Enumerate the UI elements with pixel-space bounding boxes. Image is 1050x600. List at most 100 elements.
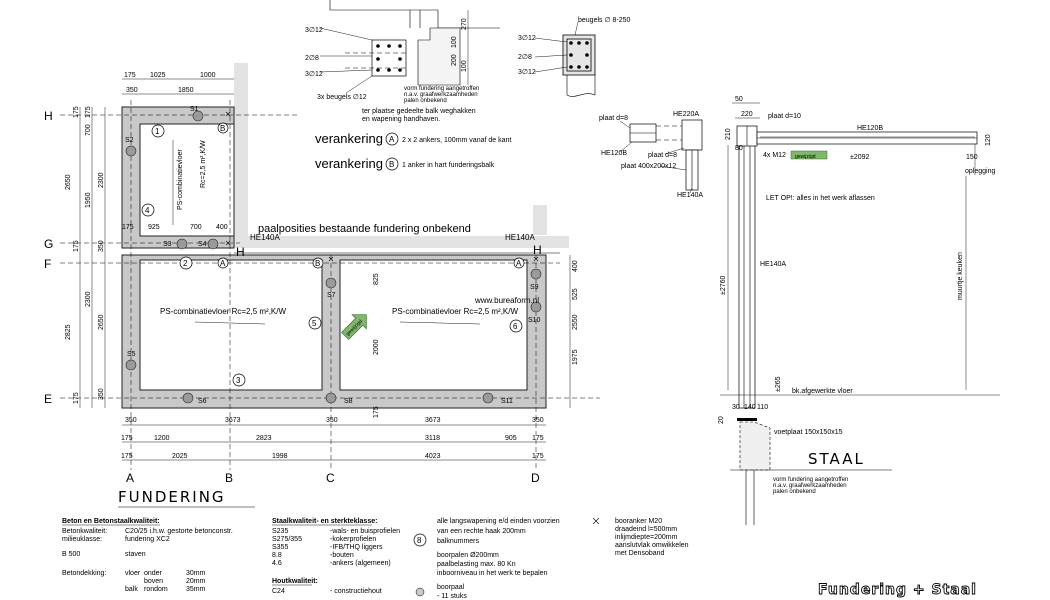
profile-label: HE120B (857, 125, 883, 132)
wall-label: muurtje keuken (957, 252, 964, 300)
left-dimensions: 175 700 2300 350 2300 350 175 1950 2650 … (65, 106, 106, 408)
note-line: booranker M20 (615, 518, 662, 525)
note-key: C24 (272, 588, 285, 595)
pile-label: S6 (198, 398, 207, 405)
note-line: van een rechte haak 200mm (437, 528, 526, 535)
dim-text: 700 (85, 124, 92, 136)
dim-text: 175 (373, 406, 380, 418)
bar-label: 2∅8 (305, 55, 319, 62)
note-text: ter plaatse gedeelte balk weghakken (362, 108, 476, 115)
profile-label: HE140A (760, 261, 786, 268)
dim-text: 175 (532, 435, 544, 442)
dim-text: 80 (735, 145, 743, 152)
note-text: palen onbekend (404, 98, 447, 104)
beam-mark: 6 (513, 322, 518, 331)
dim-text: 175 (122, 224, 134, 231)
note-key: milieuklasse: (62, 536, 102, 543)
note-value: boven (144, 578, 163, 585)
note-value: rondom (144, 586, 168, 593)
steel-elevation: gewijzigd 50 220 plaat d=10 HE120B 210 1… (718, 96, 1000, 525)
dim-text: 3673 (225, 417, 241, 424)
support-label: oplegging (965, 168, 995, 175)
dim-text: 350 (125, 417, 137, 424)
anchor-b-mark: B (315, 259, 320, 268)
note-line: paalbelasting max. 80 Kn (437, 561, 516, 568)
plan-title: FUNDERING (118, 488, 226, 506)
dim-text: 700 (190, 224, 202, 231)
dim-text: 2300 (85, 291, 92, 307)
inner-dimensions: 175 925 700 400 (122, 224, 228, 231)
dim-text: 270 (461, 18, 468, 30)
mid-right-dimensions: 825 2000 175 400 525 2550 1975 (373, 255, 579, 418)
dim-text: 100 (461, 60, 468, 72)
pile-s4 (207, 238, 219, 250)
note-line: aanslutvlak omwikkelen (615, 542, 689, 549)
beugels-label: beugels ∅ 8-250 (578, 17, 631, 24)
profile-label: HE140A (677, 192, 703, 199)
watermark: www.bureaform.nl (474, 296, 539, 305)
note-line: balknummers (437, 538, 480, 545)
floor-label-right: PS-combinatievloer Rc=2,5 m²,K/W (392, 307, 518, 316)
verankering-b-label: verankering (315, 156, 383, 171)
note-value: 35mm (186, 586, 206, 593)
dim-text: 3673 (425, 417, 441, 424)
rc-label-small: Rc=2,5 m²,K/W (200, 140, 207, 188)
grid-row-labels: H G F E (44, 109, 53, 406)
dim-text: 825 (373, 273, 380, 285)
pile-label: S9 (530, 284, 539, 291)
dim-text: 1025 (150, 72, 166, 79)
gewijzigd-label: gewijzigd (795, 154, 816, 160)
balk-mark: 8 (417, 536, 422, 545)
dim-text: 3118 (425, 435, 440, 442)
note-value: C20/25 i.h.w. gestorte betonconstr. (125, 528, 233, 535)
note-value: -kokerprofielen (330, 536, 376, 543)
dim-text: ±2092 (850, 154, 870, 161)
note-key: S275/355 (272, 536, 302, 543)
footplate-label: voetplaat 150x150x15 (774, 429, 843, 436)
note-value: -wals- en buisprofielen (330, 528, 400, 535)
note-line: draadeind l=500mm (615, 526, 677, 533)
dim-text: 350 (126, 87, 138, 94)
pile-s1 (192, 110, 204, 122)
pile-label: S5 (127, 351, 136, 358)
grid-col-d: D (531, 471, 540, 485)
profile-label: HE120B (601, 150, 627, 157)
dim-text: 1975 (572, 349, 579, 365)
verankering-b-text: 1 anker in hart funderingsbalk (402, 162, 495, 169)
dim-text: 175 (532, 453, 544, 460)
grid-row-h: H (44, 109, 53, 123)
pile-s11 (482, 392, 494, 404)
beam-mark: 1 (155, 127, 160, 136)
steel-title: STAAL (808, 450, 865, 468)
plate-label: plaat d=8 (599, 115, 628, 122)
note-value: onder (144, 570, 163, 577)
anchor-symbol (592, 517, 600, 525)
note-value: -IFB/THQ liggers (330, 544, 383, 551)
note-value: vloer (125, 570, 141, 577)
lower-room-walls (121, 254, 547, 409)
note-value: - constructiehout (330, 588, 382, 595)
beam-mark: 2 (183, 259, 188, 268)
bottom-dimensions: 350 3673 350 3673 350 175 1200 2823 3118… (121, 417, 546, 461)
existing-foundation-strip (234, 236, 569, 248)
grid-row-g: G (44, 237, 53, 251)
dim-text: 525 (572, 288, 579, 300)
beugels-label: 3x beugels ∅12 (317, 94, 367, 101)
dim-text: 175 (121, 435, 133, 442)
dim-text: 120 (985, 134, 992, 146)
h-mark-right: H (533, 243, 542, 257)
note-key: 4.6 (272, 560, 282, 567)
anchor-marks: B A B A (217, 111, 539, 269)
note-value: 20mm (186, 578, 206, 585)
pile-s5 (125, 359, 137, 371)
bar-label: 3∅12 (518, 69, 536, 76)
piles: S1 S2 S3 S4 S5 S6 S7 S8 S9 S10 S11 (125, 106, 542, 405)
beam-label-right: HE140A (505, 233, 535, 242)
note-text: n.a.v. graafwerkzaamheden (404, 92, 478, 98)
steel-connection-detail: plaat d=8 HE120B HE220A plaat d=8 plaat … (599, 111, 703, 199)
note-line: - 11 stuks (437, 593, 467, 600)
bar-label: 3∅12 (305, 27, 323, 34)
existing-foundation-right (533, 205, 547, 235)
dim-text: 50 (735, 96, 743, 103)
